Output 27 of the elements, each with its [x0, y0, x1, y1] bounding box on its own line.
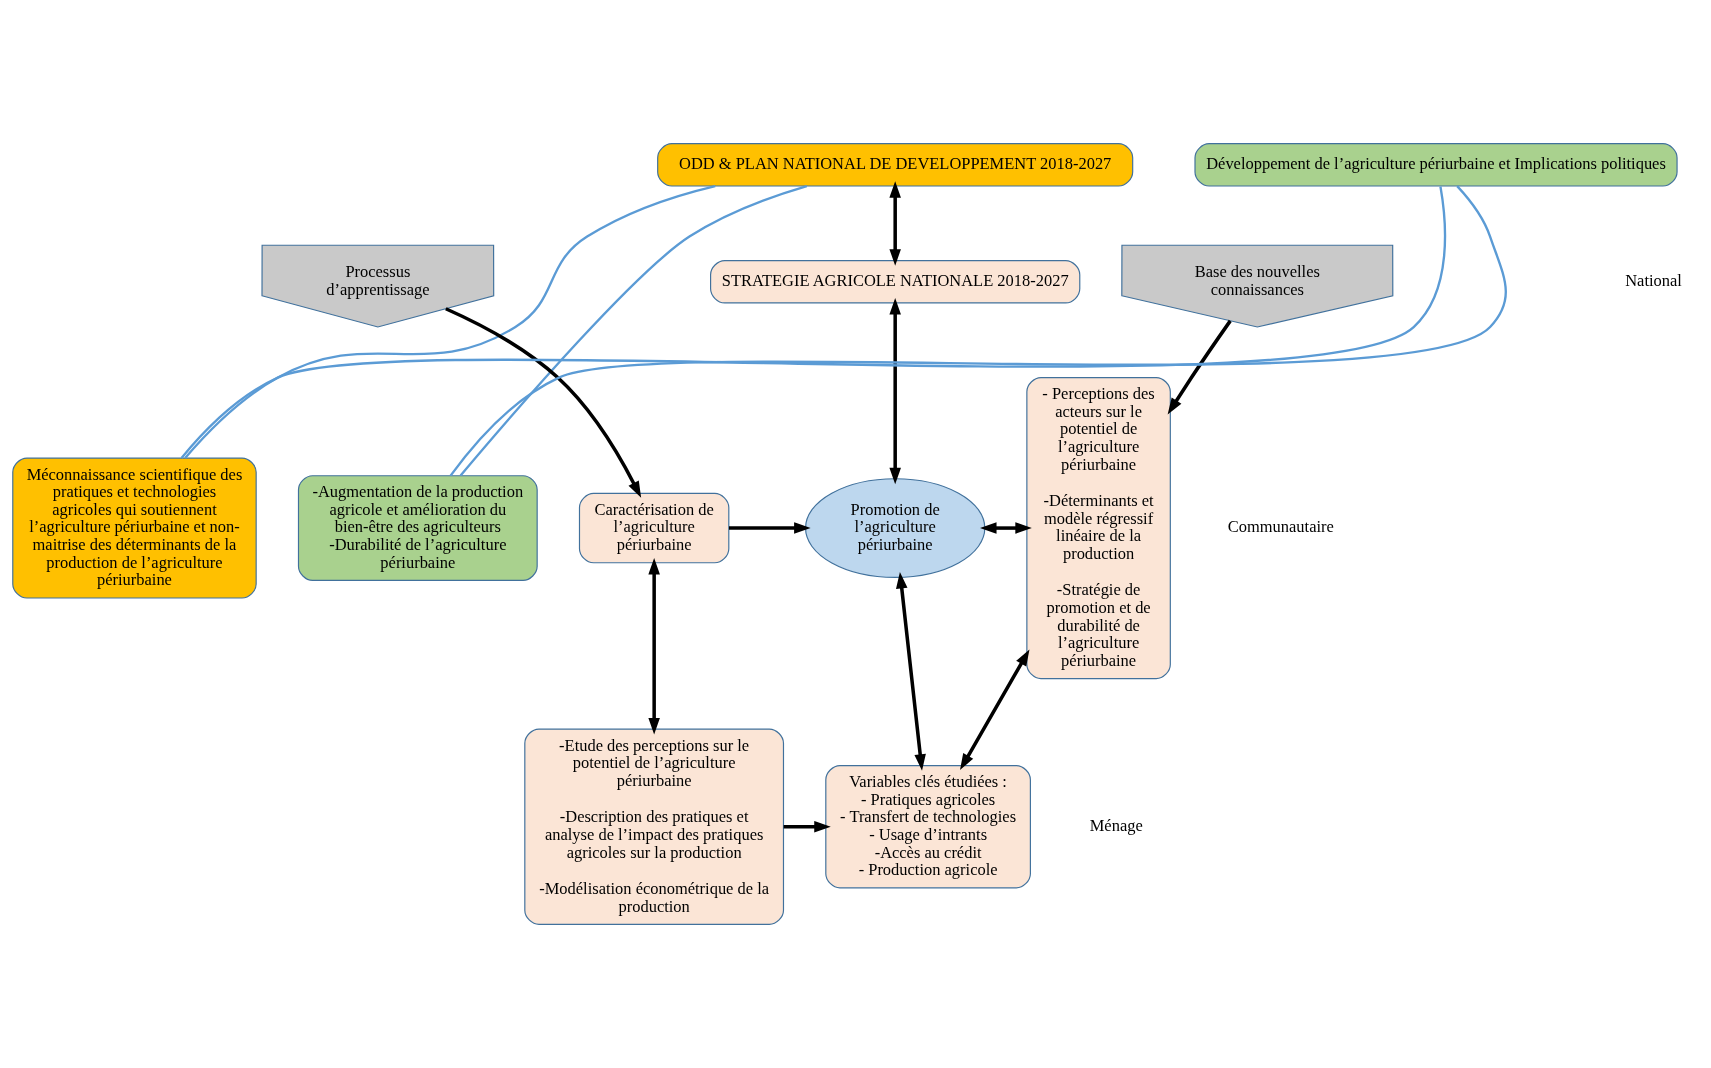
node-box: Variables clés étudiées : - Pratiques agricoles - Transfert de technologies - Usage d’intrants -Accès au crédit - Production agricole — [825, 765, 1031, 889]
node-box: Caractérisation de l’agriculture périurbaine — [578, 492, 730, 564]
arrow — [648, 557, 660, 735]
node-box: ODD & PLAN NATIONAL DE DEVELOPPEMENT 2018-2027 — [657, 143, 1134, 187]
arrow — [980, 522, 1032, 534]
arrow — [960, 649, 1030, 771]
arrow — [445, 307, 642, 498]
connector — [180, 186, 1447, 459]
node-box: - Perceptions des acteurs sur le potentiel de l’agriculture périurbaine -Déterminants et modèle régressif linéaire de la production -Stratégie de promotion et de durabilité de l’agriculture périurbaine — [1026, 377, 1171, 680]
arrow — [896, 571, 926, 771]
arrow — [889, 181, 901, 266]
arrow — [1167, 319, 1232, 415]
node-box: -Etude des perceptions sur le potentiel de l’agriculture périurbaine -Description des pratiques et analyse de l’impact des pratiques agricoles sur la production -Modélisation économétrique de la production — [524, 728, 785, 925]
connector — [184, 184, 716, 459]
arrow — [889, 298, 901, 485]
arrow — [783, 820, 831, 833]
node-box: -Augmentation de la production agricole et amélioration du bien-être des agriculteurs -Durabilité de l’agriculture périurbaine — [297, 475, 538, 581]
label: Communautaire — [1227, 517, 1334, 537]
arrow — [729, 522, 811, 534]
connector — [449, 185, 1507, 477]
node-ellipse: Promotion de l’agriculture périurbaine — [804, 478, 986, 578]
connector — [459, 184, 808, 477]
node-box: Développement de l’agriculture périurbaine et Implications politiques — [1194, 143, 1678, 187]
node-box: Méconnaissance scientifique des pratiques et technologies agricoles qui soutiennent l’agriculture périurbaine et non-maitrise des déterminants de la production de l’agriculture périurbaine — [12, 457, 257, 599]
node-box: STRATEGIE AGRICOLE NATIONALE 2018-2027 — [710, 260, 1081, 304]
label: Ménage — [1089, 816, 1143, 836]
label: National — [1625, 271, 1682, 291]
